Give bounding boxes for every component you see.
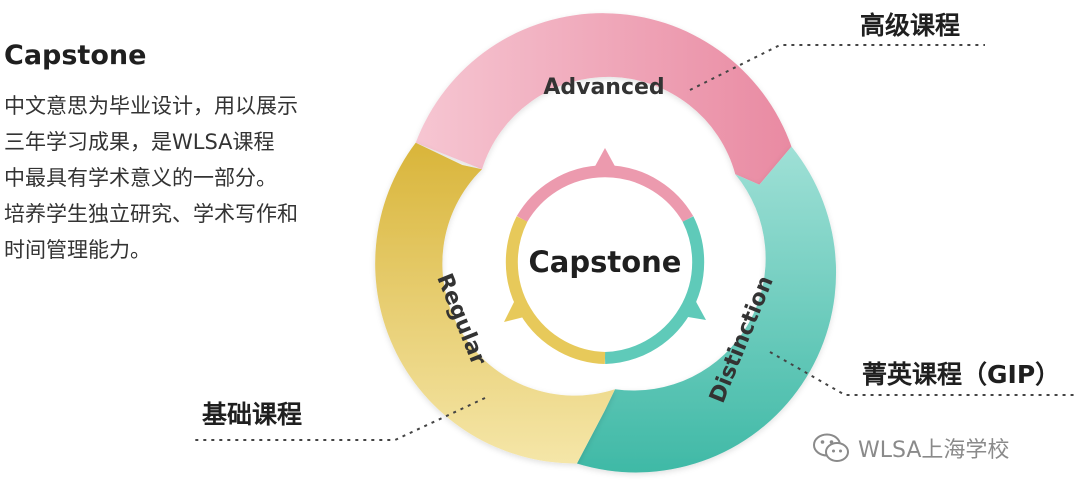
intro-description: 中文意思为毕业设计，用以展示 三年学习成果，是WLSA课程 中最具有学术意义的一… [4,88,364,268]
inner-ring-yellow [505,216,606,364]
center-label: Capstone [529,245,682,279]
inner-arrow-pink [593,148,617,170]
watermark: WLSA上海学校 [812,430,1009,466]
segment-advanced [415,13,792,185]
callout-leader-advanced [689,44,985,91]
intro-line: 三年学习成果，是WLSA课程 [4,130,275,154]
segment-label-advanced: Advanced [543,75,664,100]
callout-leader-regular [195,397,486,441]
intro-line: 中最具有学术意义的一部分。 [4,166,277,190]
inner-arrow-teal [682,298,706,320]
intro-title: Capstone [4,40,147,71]
callout-advanced: 高级课程 [860,11,961,40]
wechat-icon [813,433,849,462]
inner-arrow-yellow [504,298,528,322]
callout-distinction: 菁英课程（GIP） [862,360,1061,389]
inner-ring-teal [604,216,705,364]
callout-regular: 基础课程 [202,400,303,429]
segment-regular [375,142,615,464]
intro-line: 时间管理能力。 [4,238,151,262]
watermark-text: WLSA上海学校 [858,438,1010,463]
intro-line: 培养学生独立研究、学术写作和 [4,202,298,226]
segment-distinction [576,146,837,473]
intro-line: 中文意思为毕业设计，用以展示 [4,94,298,118]
inner-ring-pink [516,165,694,223]
